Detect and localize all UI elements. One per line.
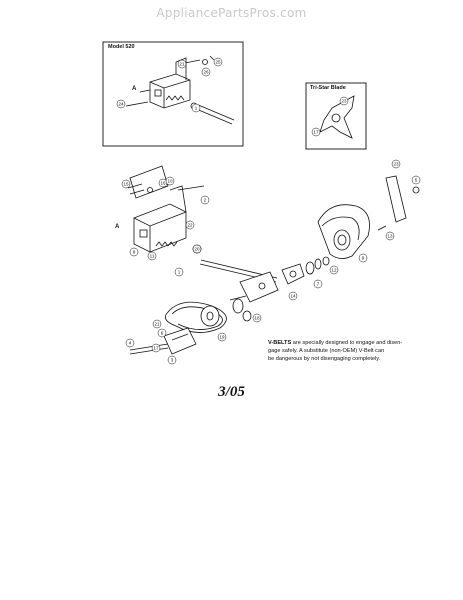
main-callout-label: 12 <box>331 268 337 273</box>
main-callout-label: 6 <box>161 331 164 336</box>
inset-model-callout-label: 26 <box>203 70 209 75</box>
bracket-plate <box>129 165 169 199</box>
main-callout-circle <box>385 231 395 241</box>
v-belt <box>164 301 227 333</box>
main-callout-label: 21 <box>154 322 160 327</box>
inset-model-callout-label: 1 <box>195 106 198 111</box>
inset-model-title: Model 520 <box>108 44 135 50</box>
main-callout-circle <box>391 159 401 169</box>
main-callout-circle <box>157 328 167 338</box>
main-callout-circle <box>167 355 177 365</box>
inset-model-callout-circle <box>191 103 201 113</box>
main-callout-circle <box>147 251 157 261</box>
inset-tri-star-blade <box>305 82 367 150</box>
main-callout-label: 2 <box>204 198 207 203</box>
main-callout-label: 23 <box>393 162 399 167</box>
note-bold: V-BELTS <box>268 340 292 346</box>
note-line-3: be dangerous by not disengaging complete… <box>268 356 381 362</box>
main-callout-circle <box>185 220 195 230</box>
main-callout-label: 4 <box>129 341 132 346</box>
main-callout-circle <box>129 247 139 257</box>
inset-model-520 <box>102 41 244 147</box>
main-callout-label: 5 <box>415 178 418 183</box>
inset-blade-callout-label: 17 <box>313 130 319 135</box>
main-letter: A <box>115 224 120 230</box>
guard-bracket <box>385 175 407 223</box>
main-callout-label: 19 <box>219 335 225 340</box>
main-callout-label: 17 <box>153 346 159 351</box>
inset-model-callout-circle <box>213 57 223 67</box>
main-callout-circle <box>252 313 262 323</box>
main-callout-label: 15 <box>123 182 129 187</box>
main-callout-circle <box>288 291 298 301</box>
date-code: 3/05 <box>218 384 245 400</box>
main-callout-circle <box>192 244 202 254</box>
main-callout-label: 11 <box>150 254 155 259</box>
inset-blade-callout-label: 23 <box>341 99 347 104</box>
main-callout-circle <box>217 332 227 342</box>
main-callout-label: 10 <box>167 179 173 184</box>
main-callout-circle <box>411 175 421 185</box>
inset-model-callout-label: 24 <box>118 102 124 107</box>
inset-model-callout-circle <box>116 99 126 109</box>
main-callout-circle <box>151 343 161 353</box>
main-callout-label: 18 <box>254 316 260 321</box>
main-callout-label: 13 <box>387 234 393 239</box>
main-callout-circle <box>313 279 323 289</box>
v-belt-note: V-BELTS are specially designed to engage… <box>268 339 438 363</box>
main-callout-circle <box>125 338 135 348</box>
inset-model-callout-label: 25 <box>215 60 221 65</box>
inset-blade-callout-circle <box>339 96 349 106</box>
main-callout-circle <box>358 253 368 263</box>
main-callout-label: 9 <box>362 256 365 261</box>
main-callout-circle <box>152 319 162 329</box>
main-callout-label: 22 <box>187 223 193 228</box>
main-callout-label: 7 <box>317 282 320 287</box>
main-callout-label: 14 <box>290 294 296 299</box>
main-callout-circle <box>174 267 184 277</box>
inset-model-callout-label: 21 <box>179 62 185 67</box>
note-line-2: gage safely. A substitute (non-OEM) V-Be… <box>268 348 385 354</box>
watermark-text: AppliancePartsPros.com <box>156 6 307 20</box>
inset-blade-callout-circle <box>311 127 321 137</box>
main-callout-label: 8 <box>133 250 136 255</box>
main-callout-label: 3 <box>171 358 174 363</box>
inset-model-callout-circle <box>201 67 211 77</box>
blade-shroud <box>317 204 370 259</box>
main-callout-circle <box>200 195 210 205</box>
main-callout-label: 20 <box>194 247 200 252</box>
main-callout-circle <box>165 176 175 186</box>
main-callout-circle <box>121 179 131 189</box>
inset-model-letter: A <box>132 86 137 92</box>
main-callout-circle <box>329 265 339 275</box>
inset-model-callout-circle <box>177 59 187 69</box>
housing <box>133 203 187 253</box>
inset-blade-title: Tri-Star Blade <box>310 85 346 91</box>
main-callout-label: 16 <box>160 181 166 186</box>
note-line-1: are specially designed to engage and dis… <box>291 340 403 346</box>
main-callout-label: 1 <box>178 270 181 275</box>
